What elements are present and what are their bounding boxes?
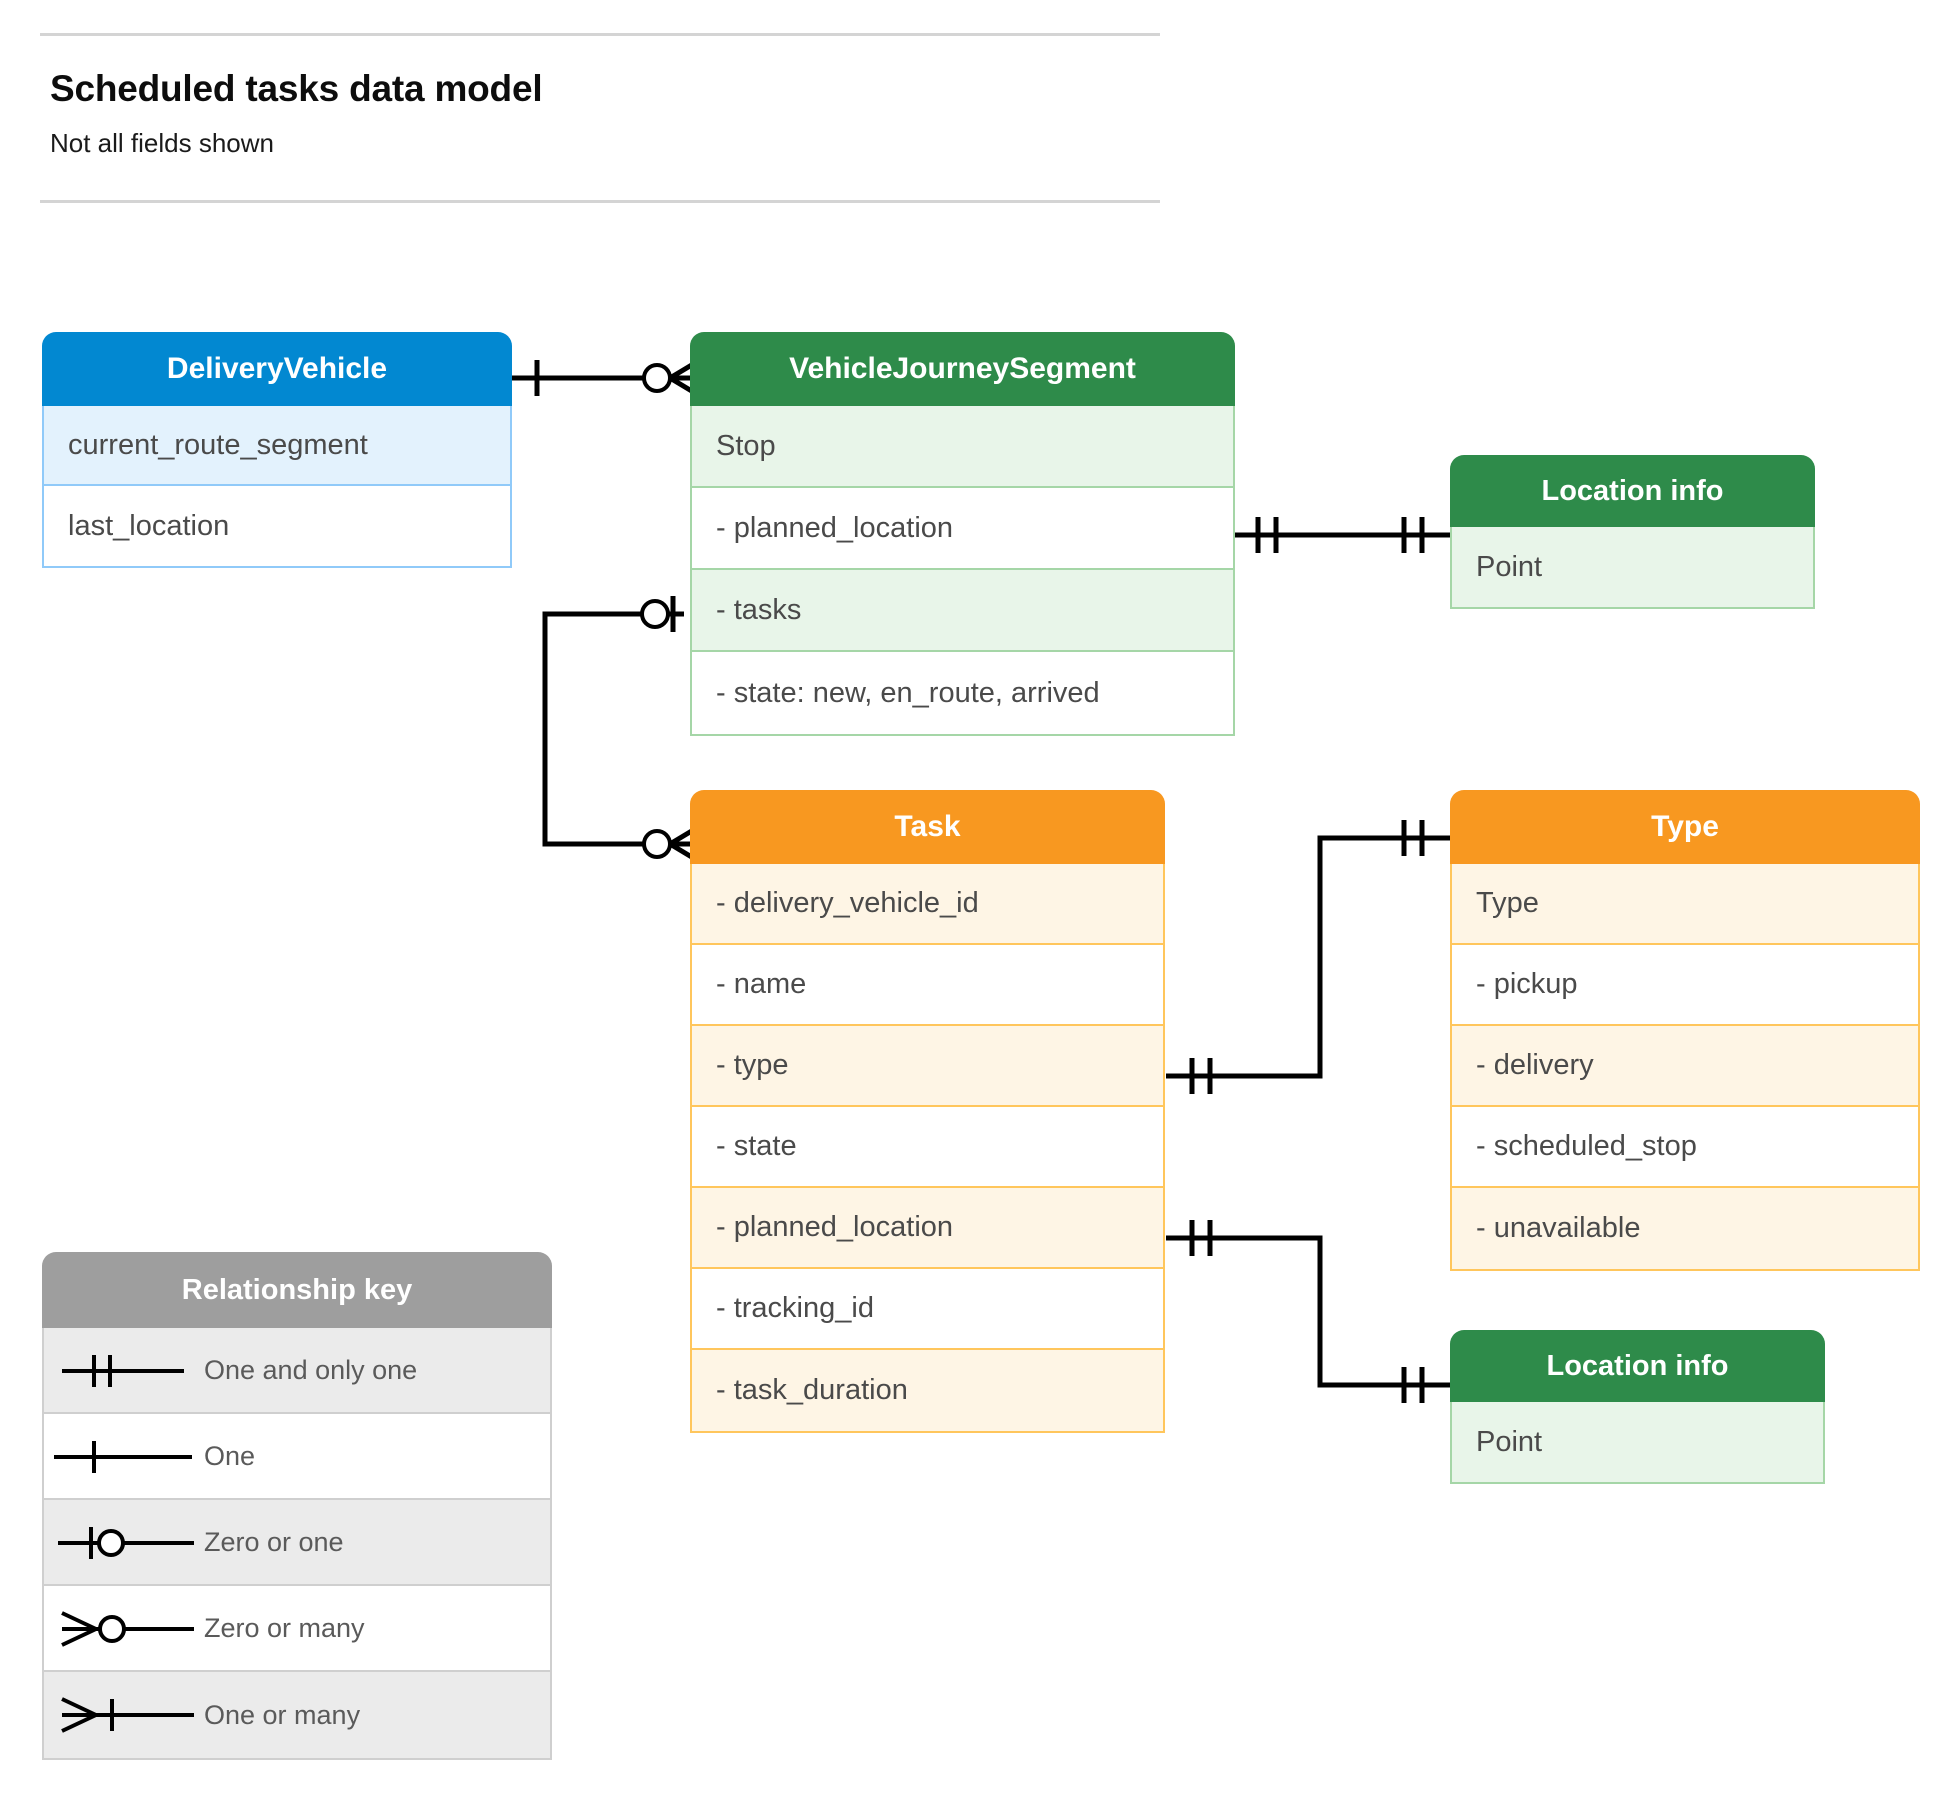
field-type-delivery[interactable]: - delivery	[1452, 1026, 1918, 1107]
connector-task-type	[1166, 820, 1450, 1094]
header-divider-top	[40, 33, 1160, 36]
field-current-route-segment[interactable]: current_route_segment	[44, 406, 510, 486]
entity-location-info-bottom[interactable]: Location info Point	[1450, 1330, 1825, 1484]
field-point-bottom[interactable]: Point	[1452, 1402, 1823, 1482]
field-last-location[interactable]: last_location	[44, 486, 510, 566]
entity-title-vehicle-journey-segment: VehicleJourneySegment	[690, 332, 1235, 406]
entity-rows-vehicle-journey-segment: Stop - planned_location - tasks - state:…	[690, 406, 1235, 736]
field-state[interactable]: - state: new, en_route, arrived	[692, 652, 1233, 734]
legend-item-one-or-many: One or many	[44, 1672, 550, 1758]
field-point-top[interactable]: Point	[1452, 527, 1813, 607]
legend-label-zero-or-one: Zero or one	[204, 1526, 344, 1557]
legend-label-one: One	[204, 1440, 256, 1471]
field-type-scheduled-stop[interactable]: - scheduled_stop	[1452, 1107, 1918, 1188]
connector-vjs-locationinfo	[1232, 517, 1450, 553]
zero-or-many-icon	[44, 1586, 204, 1670]
entity-vehicle-journey-segment[interactable]: VehicleJourneySegment Stop - planned_loc…	[690, 332, 1235, 736]
entity-rows-location-info-bottom: Point	[1450, 1402, 1825, 1484]
field-stop[interactable]: Stop	[692, 406, 1233, 488]
field-type-label[interactable]: Type	[1452, 864, 1918, 945]
entity-title-location-info-top: Location info	[1450, 455, 1815, 527]
legend-label-one-and-only-one: One and only one	[204, 1354, 418, 1385]
legend-item-one: One	[44, 1414, 550, 1500]
legend-item-one-and-only-one: One and only one	[44, 1328, 550, 1414]
legend-rows: One and only one One	[42, 1328, 552, 1760]
one-or-many-icon	[44, 1672, 204, 1758]
legend-label-one-or-many: One or many	[204, 1699, 361, 1730]
field-delivery-vehicle-id[interactable]: - delivery_vehicle_id	[692, 864, 1163, 945]
legend-label-zero-or-many: Zero or many	[204, 1612, 365, 1643]
connector-task-locationinfo	[1166, 1220, 1450, 1403]
field-task-name[interactable]: - name	[692, 945, 1163, 1026]
entity-type[interactable]: Type Type - pickup - delivery - schedule…	[1450, 790, 1920, 1271]
legend-item-zero-or-one: Zero or one	[44, 1500, 550, 1586]
entity-title-task: Task	[690, 790, 1165, 864]
field-task-duration[interactable]: - task_duration	[692, 1350, 1163, 1431]
field-type-pickup[interactable]: - pickup	[1452, 945, 1918, 1026]
field-tracking-id[interactable]: - tracking_id	[692, 1269, 1163, 1350]
entity-rows-location-info-top: Point	[1450, 527, 1815, 609]
legend-title: Relationship key	[42, 1252, 552, 1328]
connector-deliveryvehicle-vehiclejourneysegment	[512, 357, 702, 399]
entity-rows-task: - delivery_vehicle_id - name - type - st…	[690, 864, 1165, 1433]
page-title: Scheduled tasks data model	[50, 68, 543, 109]
entity-rows-delivery-vehicle: current_route_segment last_location	[42, 406, 512, 568]
zero-or-one-icon	[44, 1500, 204, 1584]
entity-title-location-info-bottom: Location info	[1450, 1330, 1825, 1402]
entity-title-delivery-vehicle: DeliveryVehicle	[42, 332, 512, 406]
field-tasks[interactable]: - tasks	[692, 570, 1233, 652]
entity-title-type: Type	[1450, 790, 1920, 864]
field-planned-location[interactable]: - planned_location	[692, 488, 1233, 570]
page-subtitle: Not all fields shown	[50, 128, 274, 158]
entity-delivery-vehicle[interactable]: DeliveryVehicle current_route_segment la…	[42, 332, 512, 568]
relationship-key-legend: Relationship key One and only one	[42, 1252, 552, 1760]
header-divider-bottom	[40, 200, 1160, 203]
field-task-type[interactable]: - type	[692, 1026, 1163, 1107]
legend-item-zero-or-many: Zero or many	[44, 1586, 550, 1672]
field-task-state[interactable]: - state	[692, 1107, 1163, 1188]
one-icon	[44, 1414, 204, 1498]
one-and-only-one-icon	[44, 1328, 204, 1412]
entity-location-info-top[interactable]: Location info Point	[1450, 455, 1815, 609]
entity-task[interactable]: Task - delivery_vehicle_id - name - type…	[690, 790, 1165, 1433]
field-task-planned-location[interactable]: - planned_location	[692, 1188, 1163, 1269]
connector-vjs-tasks-task	[542, 596, 702, 865]
entity-rows-type: Type - pickup - delivery - scheduled_sto…	[1450, 864, 1920, 1271]
field-type-unavailable[interactable]: - unavailable	[1452, 1188, 1918, 1269]
